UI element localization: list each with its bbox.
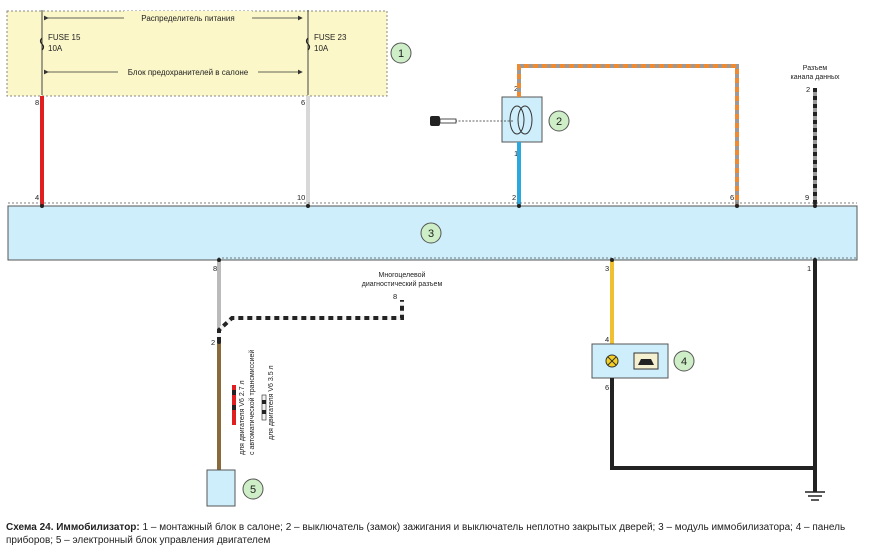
svg-text:2: 2 [806, 85, 810, 94]
svg-text:6: 6 [605, 383, 609, 392]
svg-text:2: 2 [512, 193, 516, 202]
svg-text:6: 6 [730, 193, 734, 202]
diag-connector-label-1: Многоцелевой [379, 271, 426, 279]
svg-text:10: 10 [297, 193, 305, 202]
fuse23-label: FUSE 23 [314, 33, 347, 42]
callout-2 [548, 110, 570, 132]
caption-text: 1 – монтажный блок в салоне; 2 – выключа… [6, 522, 846, 546]
svg-text:4: 4 [605, 335, 609, 344]
svg-text:2: 2 [556, 116, 562, 128]
car-key-indicator-icon [633, 352, 659, 370]
svg-text:8: 8 [35, 98, 39, 107]
ground-icon [805, 491, 825, 501]
svg-text:8: 8 [213, 264, 217, 273]
ignition-switch [501, 96, 543, 143]
wire-black-ground-panel [610, 378, 815, 470]
callout-4 [673, 350, 695, 372]
immobilizer-wiring-diagram: Распределитель питания Блок предохраните… [6, 10, 858, 507]
fuse15-symbol [39, 37, 45, 51]
fuse-block-label: Блок предохранителей в салоне [128, 68, 249, 77]
data-connector-label-2: канала данных [790, 74, 840, 81]
svg-text:3: 3 [428, 228, 434, 240]
power-distributor-label: Распределитель питания [141, 14, 234, 23]
fuse15-label: FUSE 15 [48, 33, 81, 42]
caption-title: Схема 24. Иммобилизатор: [6, 522, 140, 533]
svg-text:2: 2 [514, 84, 518, 93]
warning-lamp-icon [605, 354, 619, 368]
svg-text:3: 3 [605, 264, 609, 273]
wire-white-black-diag [217, 300, 404, 342]
diag-connector-label-2: диагностический разъем [362, 280, 443, 288]
engine-v6-35-label: для двигателя V6 3.5 л [268, 365, 275, 440]
svg-text:1: 1 [514, 149, 518, 158]
engine-ecu [206, 469, 236, 507]
callout-1 [390, 42, 412, 64]
engine-v6-27-label: для двигателя V6 2.7 л [239, 380, 246, 455]
svg-text:1: 1 [398, 48, 404, 60]
callout-5 [242, 478, 264, 500]
svg-text:4: 4 [35, 193, 39, 202]
svg-text:4: 4 [681, 356, 687, 368]
figure-caption: Схема 24. Иммобилизатор: 1 – монтажный б… [6, 521, 866, 547]
fuse23-symbol [305, 37, 311, 51]
data-connector-label-1: Разъем [803, 65, 828, 72]
svg-text:8: 8 [393, 292, 397, 301]
callout-3 [420, 222, 442, 244]
engine-v6-27-label-2: с автоматической трансмиссией [248, 350, 256, 455]
svg-text:6: 6 [301, 98, 305, 107]
wire-orange-grey [517, 64, 739, 206]
svg-text:9: 9 [805, 193, 809, 202]
svg-text:5: 5 [250, 484, 256, 496]
key-icon [430, 116, 457, 126]
fuse15-amp: 10A [48, 44, 63, 53]
fuse23-amp: 10A [314, 44, 329, 53]
svg-text:1: 1 [807, 264, 811, 273]
svg-text:2: 2 [211, 338, 215, 347]
